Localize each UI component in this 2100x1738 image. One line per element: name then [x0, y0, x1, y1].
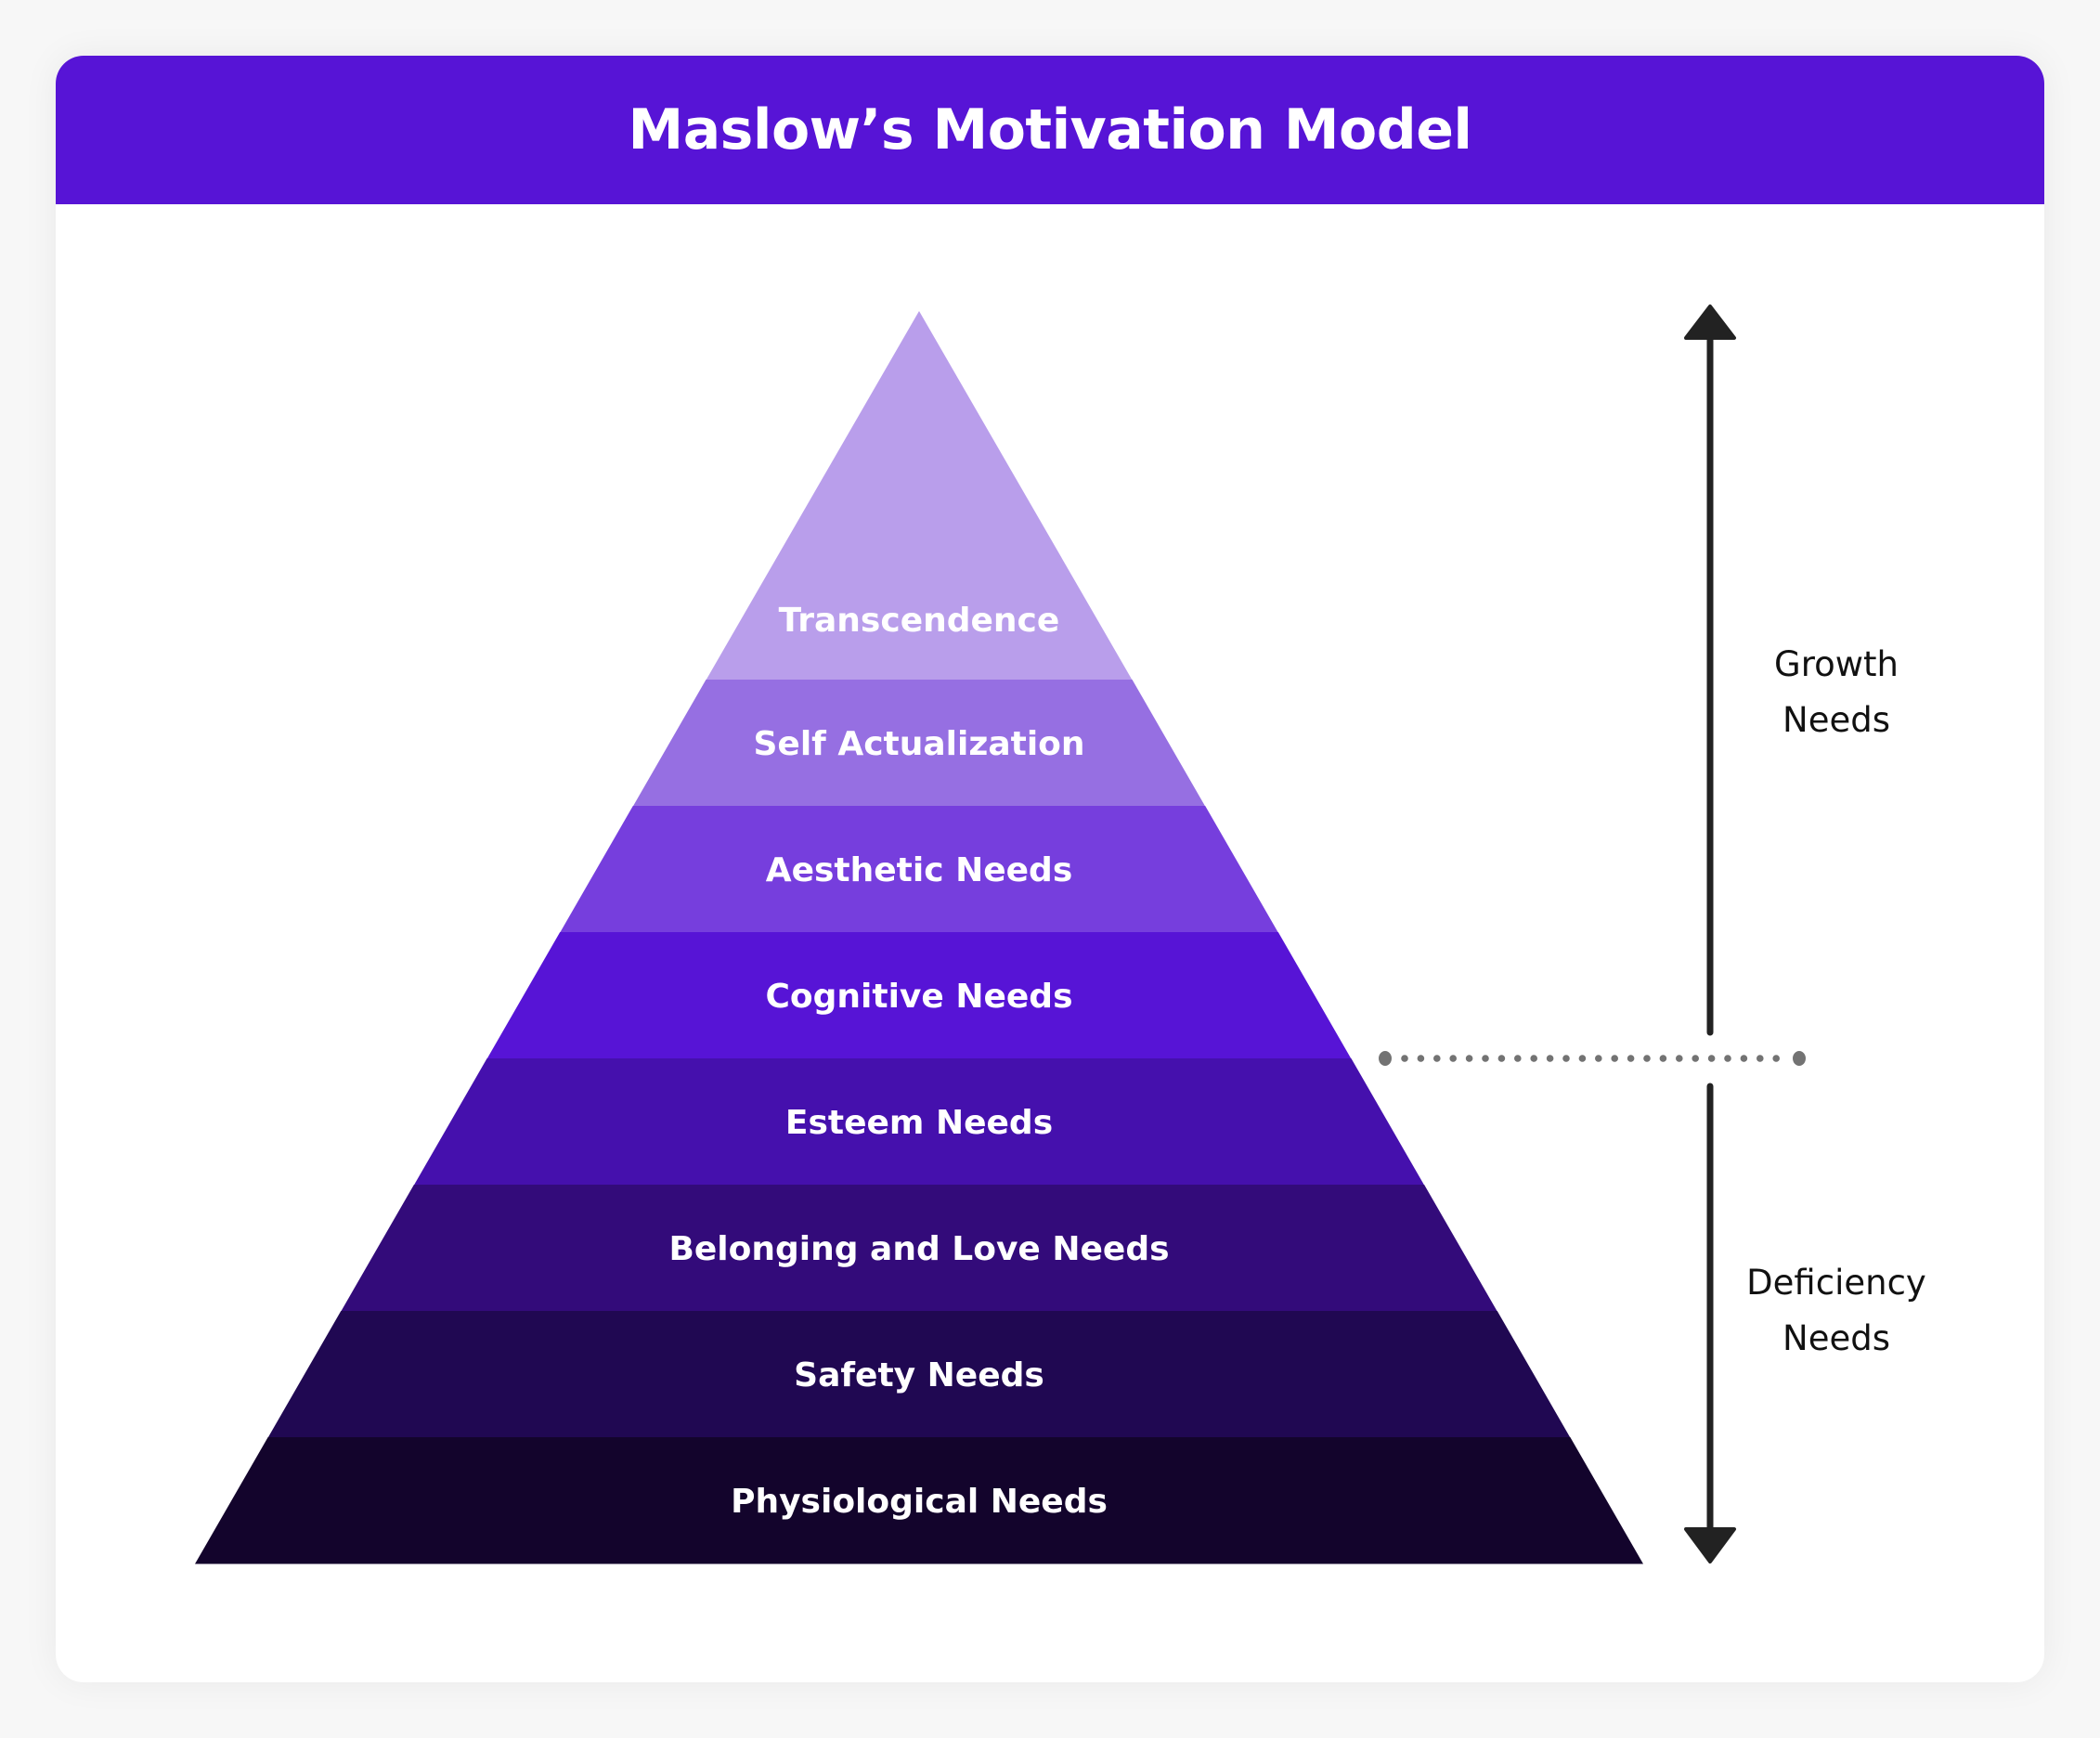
- divider-dot: [1546, 1055, 1554, 1062]
- divider-dot: [1627, 1055, 1635, 1062]
- layer-label: Belonging and Love Needs: [668, 1230, 1169, 1268]
- growth-needs-label-line2: Needs: [1782, 700, 1890, 740]
- divider-dot: [1740, 1055, 1748, 1062]
- header-bar: Maslow’s Motivation Model: [56, 56, 2044, 204]
- layer-label: Cognitive Needs: [765, 978, 1072, 1016]
- divider-start-dot: [1379, 1051, 1392, 1066]
- divider-dot: [1433, 1055, 1441, 1062]
- divider-end-dot: [1793, 1051, 1806, 1066]
- pyramid-layer-belonging-and-love-needs: [341, 1185, 1497, 1312]
- divider-dot: [1482, 1055, 1489, 1062]
- layer-label: Aesthetic Needs: [766, 851, 1073, 889]
- growth-needs-label-line1: Growth: [1774, 644, 1899, 684]
- page-title: Maslow’s Motivation Model: [628, 97, 1472, 162]
- divider-dot: [1417, 1055, 1425, 1062]
- divider-dot: [1772, 1055, 1780, 1062]
- pyramid-layer-cognitive-needs: [486, 932, 1352, 1059]
- divider-dot: [1449, 1055, 1457, 1062]
- divider-dot: [1401, 1055, 1408, 1062]
- divider-dot: [1578, 1055, 1587, 1062]
- layer-label: Safety Needs: [794, 1356, 1044, 1394]
- pyramid-layer-safety-needs: [267, 1311, 1571, 1438]
- pyramid-layers: [195, 311, 1643, 1564]
- divider-dot: [1756, 1055, 1764, 1062]
- layer-label: Esteem Needs: [785, 1104, 1053, 1142]
- divider-dot: [1659, 1055, 1667, 1062]
- divider-dot: [1724, 1055, 1731, 1062]
- divider-dot: [1562, 1055, 1570, 1062]
- divider-dot: [1643, 1055, 1651, 1062]
- pyramid-layer-transcendence: [706, 311, 1133, 681]
- divider-dot: [1497, 1055, 1506, 1062]
- pyramid-layer-physiological-needs: [195, 1437, 1643, 1564]
- pyramid-layer-esteem-needs: [413, 1058, 1425, 1186]
- deficiency-needs-label-line1: Deficiency: [1746, 1263, 1926, 1303]
- layer-label: Transcendence: [779, 602, 1060, 640]
- arrow-down-icon: [1684, 1527, 1736, 1563]
- needs-divider-dotted-line: [1379, 1051, 1806, 1066]
- divider-dot: [1611, 1055, 1618, 1062]
- divider-dot: [1676, 1055, 1683, 1062]
- pyramid-layer-self-actualization: [632, 680, 1206, 807]
- divider-dot: [1514, 1055, 1522, 1062]
- layer-label: Physiological Needs: [731, 1483, 1108, 1521]
- divider-dot: [1707, 1055, 1716, 1062]
- layer-label: Self Actualization: [753, 725, 1084, 763]
- deficiency-needs-label-line2: Needs: [1782, 1318, 1890, 1358]
- divider-dot: [1692, 1055, 1699, 1062]
- divider-dot: [1530, 1055, 1537, 1062]
- pyramid-layer-aesthetic-needs: [560, 806, 1278, 933]
- arrow-up-icon: [1684, 305, 1736, 340]
- divider-dot: [1595, 1055, 1602, 1062]
- divider-dot: [1465, 1055, 1473, 1062]
